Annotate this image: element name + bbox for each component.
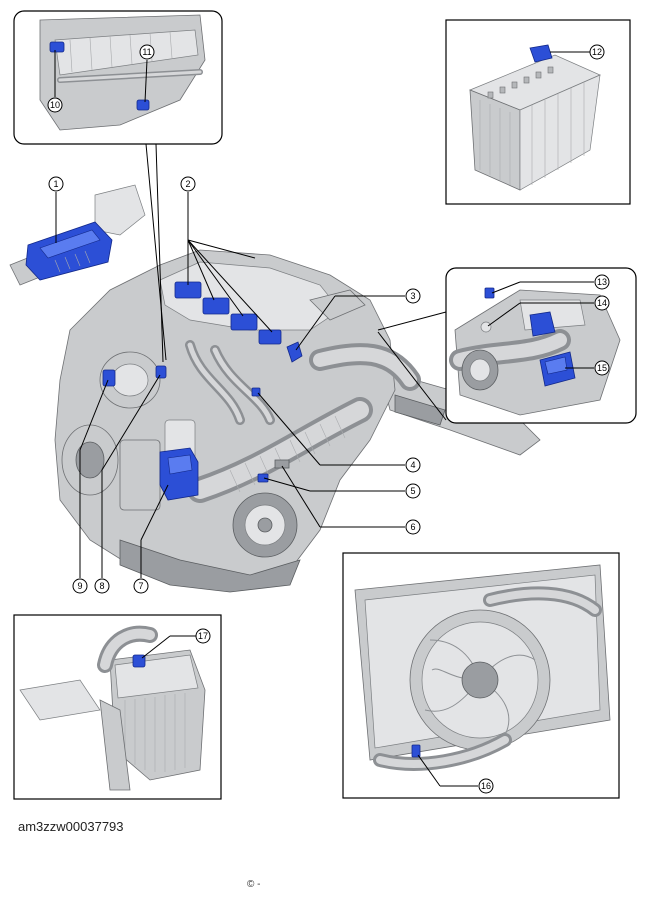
callout-12: 12 — [589, 44, 605, 60]
inset-turbo-sensors — [445, 267, 637, 424]
callout-5: 5 — [405, 483, 421, 499]
callout-3: 3 — [405, 288, 421, 304]
callout-6: 6 — [405, 519, 421, 535]
inset-leader-line-lower — [377, 331, 447, 421]
svg-text:4: 4 — [410, 460, 415, 470]
svg-text:10: 10 — [50, 100, 60, 110]
callout-8: 8 — [94, 578, 110, 594]
callout-11: 11 — [139, 44, 155, 60]
callout-4: 4 — [405, 457, 421, 473]
inset-leader-line-right — [155, 143, 164, 363]
svg-text:2: 2 — [185, 179, 190, 189]
callout-2: 2 — [180, 176, 196, 192]
callout-16: 16 — [478, 778, 494, 794]
inset-radiator-fan — [342, 552, 620, 799]
callout-1: 1 — [48, 176, 64, 192]
inset-leader-line-left — [145, 143, 167, 361]
callout-15: 15 — [594, 360, 610, 376]
svg-text:11: 11 — [142, 47, 151, 57]
callout-7: 7 — [133, 578, 149, 594]
svg-text:12: 12 — [592, 47, 602, 57]
callout-10: 10 — [47, 97, 63, 113]
svg-text:1: 1 — [53, 179, 58, 189]
engine-control-unit-illustration — [9, 184, 146, 286]
callout-13: 13 — [594, 274, 610, 290]
inset-fuel-rail-sensors — [13, 10, 223, 145]
callout-17: 17 — [195, 628, 211, 644]
svg-text:16: 16 — [481, 781, 491, 791]
engine-assembly — [54, 249, 541, 593]
svg-text:6: 6 — [410, 522, 415, 532]
footer-mark: © - — [247, 879, 261, 890]
inset-battery — [445, 19, 631, 205]
inset-air-cleaner — [13, 614, 222, 800]
svg-text:14: 14 — [597, 298, 607, 308]
figure-id-caption: am3zzw00037793 — [18, 819, 124, 834]
callout-14: 14 — [594, 295, 610, 311]
inset-leader-line-upper — [377, 311, 447, 331]
svg-text:13: 13 — [597, 277, 607, 287]
leader-lines — [54, 50, 594, 787]
svg-text:7: 7 — [138, 581, 143, 591]
svg-text:9: 9 — [77, 581, 82, 591]
svg-text:5: 5 — [410, 486, 415, 496]
svg-text:8: 8 — [99, 581, 104, 591]
svg-text:17: 17 — [198, 631, 208, 641]
svg-text:15: 15 — [597, 363, 607, 373]
callout-9: 9 — [72, 578, 88, 594]
svg-text:3: 3 — [410, 291, 415, 301]
